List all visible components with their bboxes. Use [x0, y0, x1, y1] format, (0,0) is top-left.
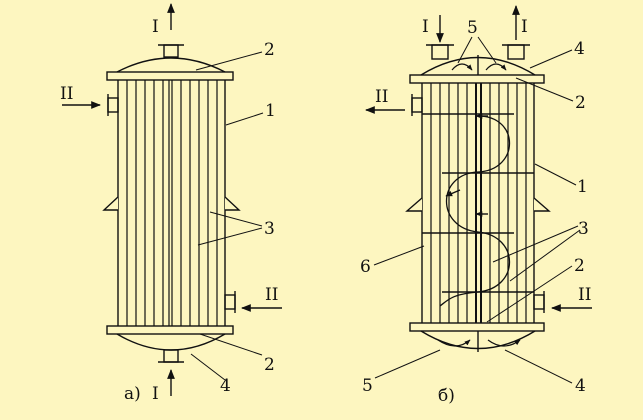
callout-head-top-a: 2	[264, 40, 275, 60]
bottom-nozzle-a	[163, 349, 179, 363]
flow-arrows-a	[62, 3, 282, 396]
labels-a: I 2 II 1 3 II 2 4 а) I	[60, 17, 278, 404]
callout-tubesheet-bottom-b: 2	[574, 256, 585, 276]
stream-label-bottom-a: I	[152, 384, 159, 404]
support-lug-right-a	[224, 196, 241, 211]
top-tubesheet-b	[409, 74, 545, 84]
callout-head-bottom-b: 4	[575, 376, 586, 396]
bottom-tubesheet-b	[409, 322, 545, 332]
stream-label-outlet-a: II	[265, 285, 278, 305]
callout-shell-a: 1	[265, 101, 276, 121]
tube-bundle-b	[430, 83, 527, 323]
callout-head-top-b: 4	[574, 39, 585, 59]
caption-b: б)	[438, 386, 455, 406]
callout-baffle-b: 6	[360, 257, 371, 277]
callout-shell-b: 1	[577, 177, 588, 197]
callout-partition-top-b: 5	[467, 18, 478, 38]
tube-bundle-a	[126, 80, 218, 326]
stream-label-inlet-b: II	[375, 87, 388, 107]
side-nozzle-right-a	[224, 294, 236, 310]
labels-b: I 5 I 4 II 2 1 3 6 2 II 5 б) 4	[360, 17, 591, 406]
callout-partition-bottom-b: 5	[362, 376, 373, 396]
stream-label-top-a: I	[152, 17, 159, 37]
top-head-a	[116, 57, 226, 73]
leader-lines-a	[190, 51, 264, 381]
side-nozzle-right-b	[533, 294, 545, 310]
flow-arrows-b	[365, 5, 592, 312]
stream-label-out-b: I	[521, 17, 528, 37]
top-nozzle-right-b	[507, 44, 525, 60]
callout-head-bottom-a: 4	[220, 376, 231, 396]
callout-tubes-a: 3	[264, 219, 275, 239]
leader-lines-b	[373, 36, 581, 384]
baffles-b	[422, 113, 534, 293]
top-nozzle-a	[163, 44, 179, 58]
stream-label-inlet-a: II	[60, 84, 73, 104]
stream-label-in-b: I	[422, 17, 429, 37]
top-tubesheet-a	[106, 71, 234, 81]
support-lug-left-b	[405, 197, 423, 212]
side-nozzle-left-b	[411, 97, 423, 113]
support-lug-right-b	[533, 197, 551, 212]
callout-tubesheet-bottom-a: 2	[264, 355, 275, 375]
exchanger-a	[102, 44, 241, 363]
exchanger-b	[405, 44, 551, 352]
top-nozzle-left-b	[431, 44, 449, 60]
bottom-tubesheet-a	[106, 325, 234, 335]
callout-tubes-b: 3	[578, 219, 589, 239]
callout-tubesheet-top-b: 2	[575, 93, 586, 113]
bottom-head-a	[116, 333, 226, 351]
side-nozzle-left-a	[107, 97, 119, 113]
support-lug-left-a	[102, 196, 119, 211]
shell-flow-path-b	[439, 115, 511, 307]
caption-a: а)	[124, 384, 141, 404]
stream-label-outlet-b: II	[578, 285, 591, 305]
